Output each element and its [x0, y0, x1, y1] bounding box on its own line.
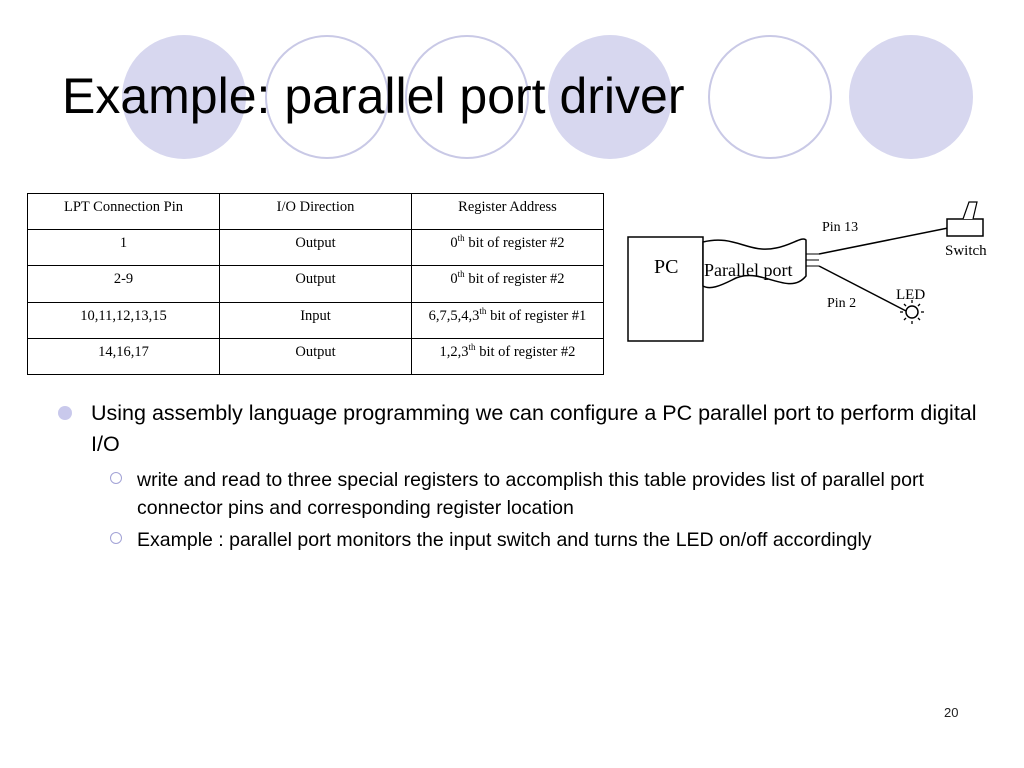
parallel-port-label: Parallel port [704, 260, 792, 280]
cell-register: 1,2,3th bit of register #2 [411, 337, 604, 376]
cell-pin: 14,16,17 [27, 337, 220, 376]
sub-bullet-text: Example : parallel port monitors the inp… [137, 529, 872, 551]
parallel-port-cable [702, 238, 807, 289]
filled-circle-decoration [122, 35, 246, 159]
cell-direction: Output [219, 337, 412, 376]
bullet-ring-icon [110, 532, 122, 544]
cell-register: 0th bit of register #2 [411, 265, 604, 303]
main-bullet-text: Using assembly language programming we c… [91, 401, 977, 456]
main-bullet: Using assembly language programming we c… [58, 398, 998, 460]
table-header-row: LPT Connection Pin I/O Direction Registe… [27, 192, 604, 231]
led-label: LED [896, 287, 925, 303]
decorative-circles [122, 35, 973, 159]
cell-direction: Input [219, 301, 412, 339]
bullet-dot-icon [58, 406, 72, 420]
switch-icon [946, 201, 984, 237]
page-number: 20 [944, 705, 959, 720]
led-icon [900, 300, 924, 324]
table-row: 14,16,17 Output 1,2,3th bit of register … [27, 337, 604, 376]
pin2-wire [818, 265, 909, 313]
sub-bullet-text: write and read to three special register… [137, 469, 924, 519]
filled-circle-decoration [548, 35, 672, 159]
sub-bullet: Example : parallel port monitors the inp… [104, 526, 957, 554]
pin13-wire [818, 227, 949, 255]
header-io-direction: I/O Direction [219, 192, 412, 231]
slide-title: Example: parallel port driver [62, 68, 685, 124]
header-lpt-pin: LPT Connection Pin [27, 192, 220, 231]
outline-circle-decoration [265, 35, 389, 159]
cell-pin: 2-9 [27, 265, 220, 303]
pc-label: PC [654, 256, 678, 278]
bullet-list: Using assembly language programming we c… [58, 398, 998, 558]
header-register-address: Register Address [411, 192, 604, 231]
outline-circle-decoration [405, 35, 529, 159]
cell-register: 6,7,5,4,3th bit of register #1 [411, 301, 604, 339]
parallel-port-diagram: PC Parallel port Pin 13 Pin 2 Switch LED [627, 201, 987, 342]
bullet-ring-icon [110, 472, 122, 484]
pin13-label: Pin 13 [822, 220, 858, 235]
table-row: 10,11,12,13,15 Input 6,7,5,4,3th bit of … [27, 301, 604, 339]
pin-register-table: LPT Connection Pin I/O Direction Registe… [27, 192, 604, 376]
table-row: 1 Output 0th bit of register #2 [27, 229, 604, 267]
outline-circle-decoration [708, 35, 832, 159]
cell-direction: Output [219, 229, 412, 267]
sub-bullet: write and read to three special register… [104, 466, 957, 522]
cell-direction: Output [219, 265, 412, 303]
switch-label: Switch [945, 243, 987, 259]
filled-circle-decoration [849, 35, 973, 159]
cell-pin: 10,11,12,13,15 [27, 301, 220, 339]
pin2-label: Pin 2 [827, 296, 856, 311]
cell-pin: 1 [27, 229, 220, 267]
pc-box [627, 236, 704, 342]
cell-register: 0th bit of register #2 [411, 229, 604, 267]
table-row: 2-9 Output 0th bit of register #2 [27, 265, 604, 303]
